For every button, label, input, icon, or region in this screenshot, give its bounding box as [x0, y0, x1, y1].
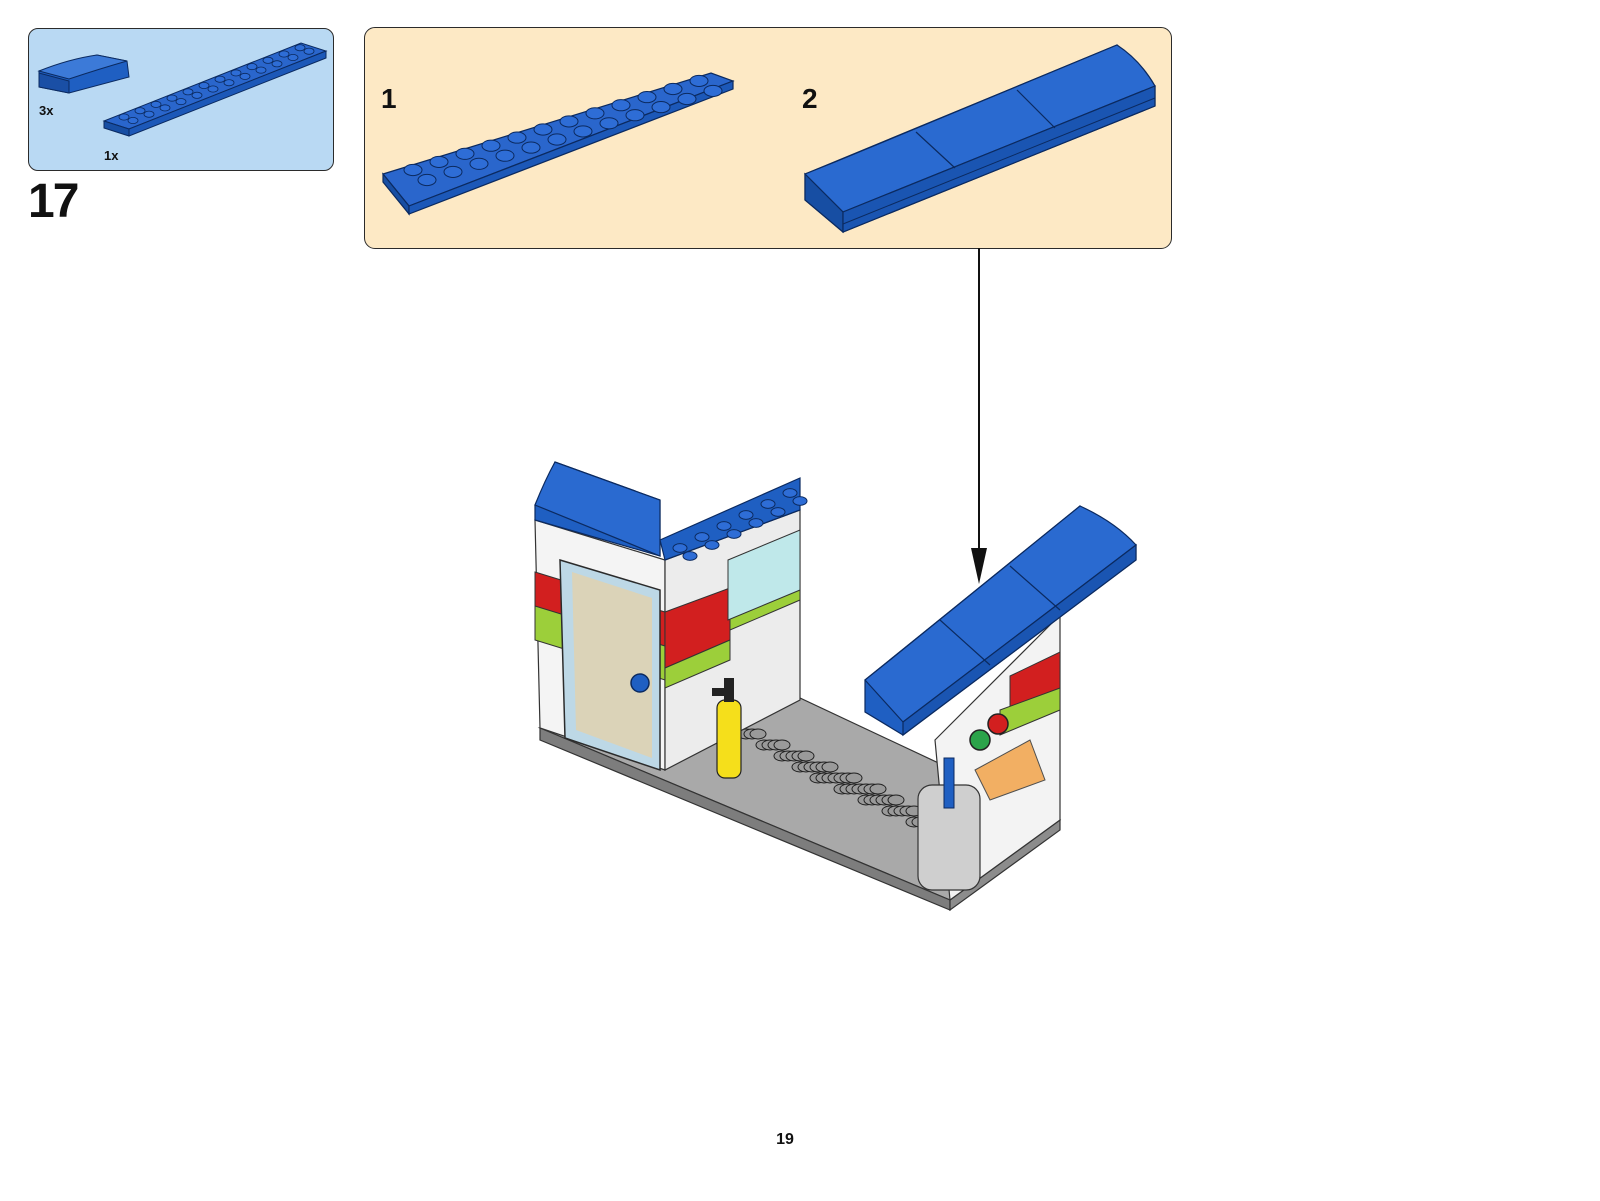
page-number: 19 [760, 1131, 810, 1149]
baseplate-stud-icon [798, 751, 814, 761]
baseplate-stud-icon [750, 729, 766, 739]
baseplate-stud-icon [870, 784, 886, 794]
stud-icon [761, 500, 775, 509]
stud-icon [771, 508, 785, 517]
stud-icon [717, 522, 731, 531]
stud-icon [683, 552, 697, 561]
baseplate-stud-icon [774, 740, 790, 750]
baseplate-stud-icon [822, 762, 838, 772]
baseplate-stud-icon [888, 795, 904, 805]
stud-icon [705, 541, 719, 550]
stud-icon [739, 511, 753, 520]
stud-icon [793, 497, 807, 506]
stud-icon [695, 533, 709, 542]
stud-icon [727, 530, 741, 539]
stud-icon [673, 544, 687, 553]
baseplate-stud-icon [846, 773, 862, 783]
stud-icon [749, 519, 763, 528]
stud-icon [783, 489, 797, 498]
